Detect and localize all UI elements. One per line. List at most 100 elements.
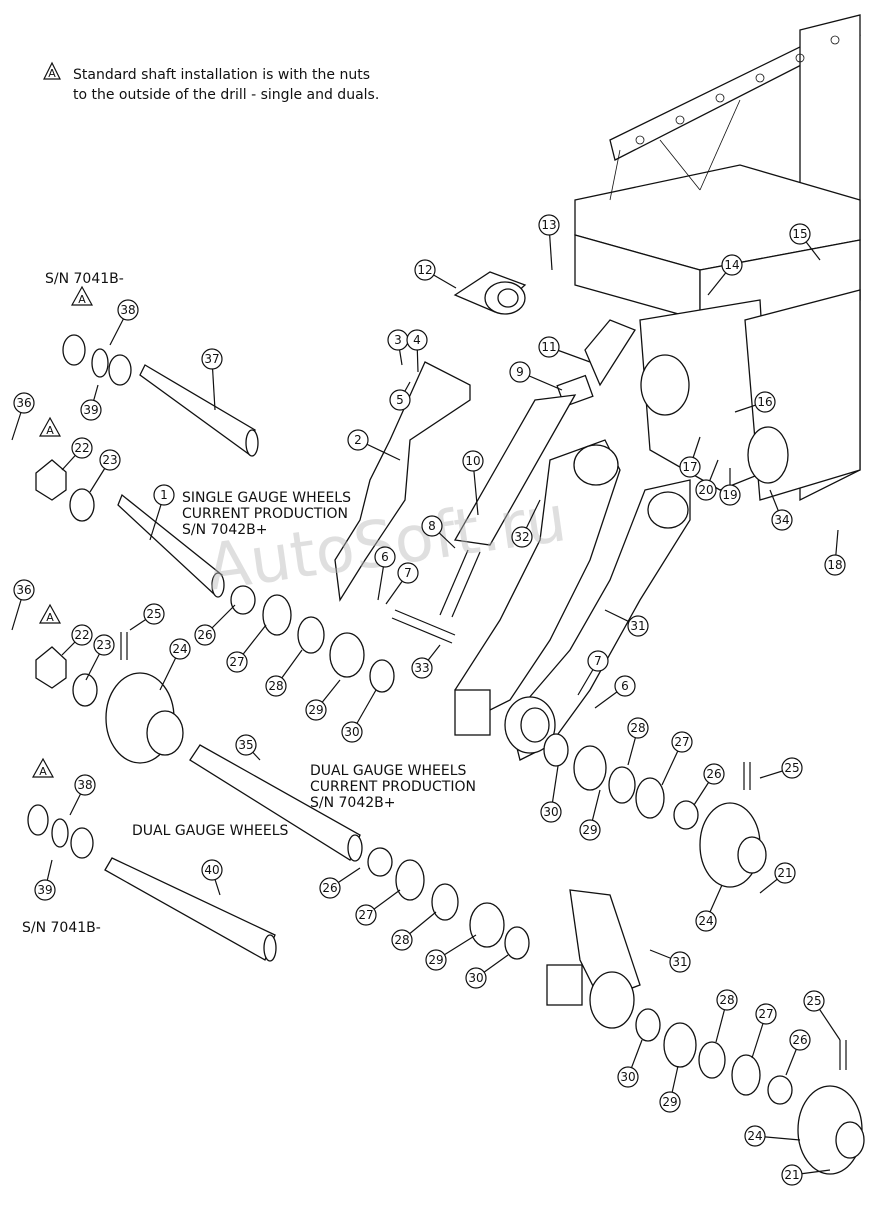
arm-31-upper: [454, 439, 691, 761]
callout-circle: [226, 651, 248, 673]
callout-circle: [389, 389, 411, 411]
callout-circle: [617, 1066, 639, 1088]
callout-circle: [614, 675, 636, 697]
callout-number: 29: [308, 703, 323, 717]
callout-number: 23: [96, 638, 111, 652]
callout-circle: [355, 904, 377, 926]
callout-number: 27: [229, 655, 244, 669]
callout-circle: [13, 579, 35, 601]
callout-number: 16: [757, 395, 772, 409]
callout-circle: [13, 392, 35, 414]
callout-circle: [627, 615, 649, 637]
callout-23: 23: [89, 449, 121, 493]
callout-circle: [74, 774, 96, 796]
callout-number: 1: [160, 488, 168, 502]
callout-number: 15: [792, 227, 807, 241]
callout-number: 27: [758, 1007, 773, 1021]
callout-40: 40: [201, 859, 223, 896]
callout-29: 29: [659, 1065, 681, 1113]
svg-text:A: A: [78, 293, 86, 306]
callout-number: 20: [698, 483, 713, 497]
callout-circle: [755, 1003, 777, 1025]
callout-number: 30: [620, 1070, 635, 1084]
callout-number: 3: [394, 333, 402, 347]
callout-9: 9: [509, 361, 563, 391]
callout-circle: [509, 361, 531, 383]
callout-circle: [34, 879, 56, 901]
callout-circle: [169, 638, 191, 660]
callout-38: 38: [109, 299, 139, 346]
callout-22: 22: [61, 437, 93, 471]
callout-26: 26: [693, 763, 725, 806]
callout-24: 24: [695, 884, 723, 932]
callout-36: 36: [11, 392, 35, 441]
svg-text:A: A: [39, 765, 47, 778]
callout-number: 38: [120, 303, 135, 317]
callout-circle: [659, 1091, 681, 1113]
right-dual-stack: [635, 1008, 865, 1175]
old-single-assembly: [62, 334, 259, 457]
callout-circle: [803, 990, 825, 1012]
callout-circle: [627, 717, 649, 739]
callout-27: 27: [661, 731, 693, 786]
callout-circle: [117, 299, 139, 321]
callout-23: 23: [85, 634, 115, 681]
callout-37: 37: [201, 348, 223, 411]
callout-17: 17: [679, 436, 701, 478]
callout-30: 30: [465, 954, 509, 989]
callout-circle: [695, 479, 717, 501]
plate-2: [334, 361, 471, 602]
callout-number: 24: [172, 642, 187, 656]
callout-circle: [587, 650, 609, 672]
callout-39: 39: [80, 384, 102, 421]
callout-number: 25: [806, 994, 821, 1008]
callout-39: 39: [34, 859, 56, 901]
callout-number: 23: [102, 453, 117, 467]
callout-number: 14: [724, 258, 739, 272]
callout-number: 22: [74, 441, 89, 455]
callout-3: 3: [387, 329, 409, 366]
callout-number: 7: [594, 654, 602, 668]
callout-circle: [789, 1029, 811, 1051]
callout-number: 36: [16, 583, 31, 597]
callout-circle: [679, 456, 701, 478]
callout-number: 24: [698, 914, 713, 928]
callout-number: 11: [541, 340, 556, 354]
note-line-2: to the outside of the drill - single and…: [73, 87, 379, 103]
callout-circle: [374, 546, 396, 568]
callout-7: 7: [577, 650, 609, 696]
callout-10: 10: [462, 450, 484, 516]
callout-circle: [721, 254, 743, 276]
label-sn-top: S/N 7041B-: [45, 271, 124, 287]
label-dual-old: DUAL GAUGE WHEELS: [132, 823, 289, 839]
callout-number: 31: [672, 955, 687, 969]
single-shaft-assembly: [35, 459, 395, 693]
callout-circle: [414, 259, 436, 281]
callout-2: 2: [347, 429, 401, 461]
callout-number: 28: [394, 933, 409, 947]
callout-26: 26: [319, 867, 361, 899]
callout-22: 22: [61, 624, 93, 656]
label-single-2: CURRENT PRODUCTION: [182, 506, 348, 522]
dual-shaft-assembly: [189, 744, 530, 960]
caution-markers: A A A A: [31, 285, 94, 778]
callout-circle: [540, 801, 562, 823]
callout-28: 28: [627, 717, 649, 766]
svg-text:A: A: [46, 611, 54, 624]
callout-circle: [305, 699, 327, 721]
callout-circle: [347, 429, 369, 451]
callout-circle: [789, 223, 811, 245]
callout-21: 21: [759, 862, 796, 894]
callout-20: 20: [695, 459, 719, 501]
callout-25: 25: [759, 757, 803, 779]
caution-triangle-icon: A: [38, 603, 62, 624]
callout-14: 14: [707, 254, 743, 296]
callout-circle: [465, 967, 487, 989]
callout-number: 29: [582, 823, 597, 837]
callout-35: 35: [235, 734, 261, 761]
callout-circle: [201, 859, 223, 881]
callout-31: 31: [649, 949, 691, 973]
